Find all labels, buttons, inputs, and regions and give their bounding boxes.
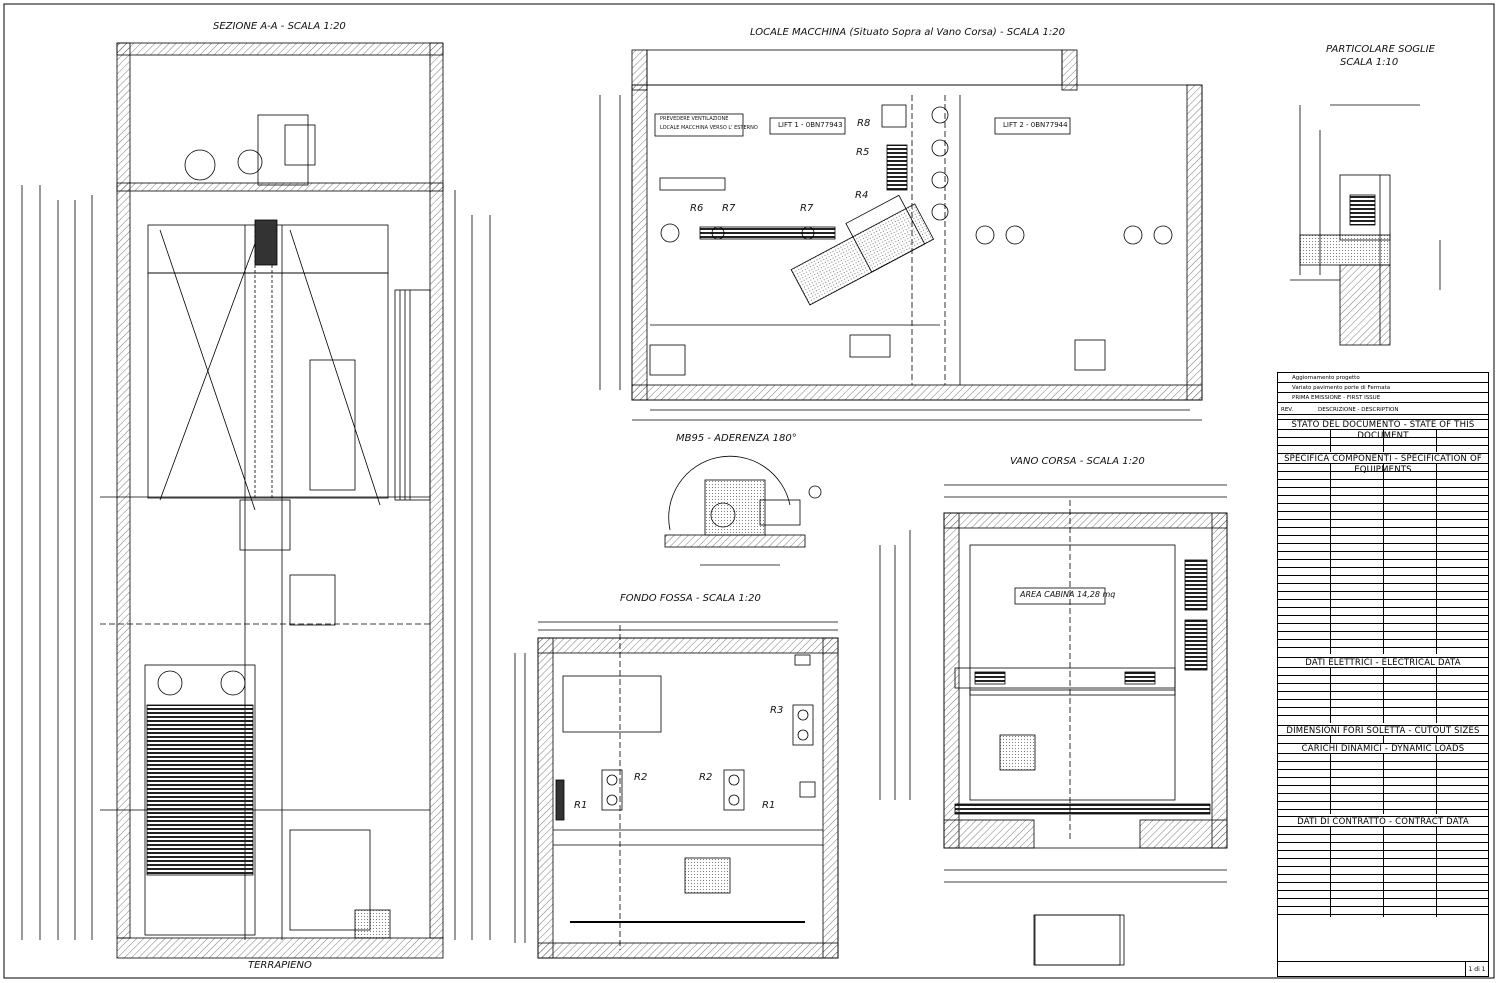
elettrici-grid xyxy=(1278,668,1488,723)
ventilation-note-1: PREVEDERE VENTILAZIONE xyxy=(660,116,729,122)
r7b-label: R7 xyxy=(800,203,814,214)
mb95-motor-detail xyxy=(664,455,822,566)
drawing-number-row: 1 di 1 xyxy=(1278,961,1488,977)
fori-header: DIMENSIONI FORI SOLETTA - CUTOUT SIZES xyxy=(1278,725,1488,736)
sezione-section-view xyxy=(21,42,491,959)
specifica-header: SPECIFICA COMPONENTI - SPECIFICATION OF … xyxy=(1278,453,1488,475)
revision-row-1: Variato pavimento porte di Fermata xyxy=(1278,383,1488,393)
r1a-label: R1 xyxy=(574,800,588,811)
carichi-grid xyxy=(1278,754,1488,814)
lift1-label: LIFT 1 - 0BN77943 xyxy=(778,121,843,129)
terrapieno-label: TERRAPIENO xyxy=(248,960,312,971)
carichi-header: CARICHI DINAMICI - DYNAMIC LOADS xyxy=(1278,743,1488,754)
r1b-label: R1 xyxy=(762,800,776,811)
stato-grid xyxy=(1278,430,1488,452)
motor-title: MB95 - ADERENZA 180° xyxy=(676,433,797,444)
specifica-grid xyxy=(1278,464,1488,654)
r8-label: R8 xyxy=(857,118,871,129)
sezione-title: SEZIONE A-A - SCALA 1:20 xyxy=(213,21,346,32)
stato-header: STATO DEL DOCUMENTO - STATE OF THIS DOCU… xyxy=(1278,419,1488,441)
vano-corsa-plan-view xyxy=(879,484,1228,966)
r5-label: R5 xyxy=(856,147,870,158)
locale-macchina-title: LOCALE MACCHINA (Situato Sopra al Vano C… xyxy=(750,27,1065,38)
ventilation-note-2: LOCALE MACCHINA VERSO L' ESTERNO xyxy=(660,125,758,131)
locale-macchina-plan-view xyxy=(599,49,1203,421)
anchor-legend-box xyxy=(1033,914,1125,966)
vano-corsa-title: VANO CORSA - SCALA 1:20 xyxy=(1010,456,1145,467)
area-cabina-label: AREA CABINA 14,28 mq xyxy=(1020,590,1116,599)
contratto-grid xyxy=(1278,827,1488,917)
lift2-label: LIFT 2 - 0BN77944 xyxy=(1003,121,1068,129)
particolare-scale: SCALA 1:10 xyxy=(1340,57,1399,68)
contratto-header: DATI DI CONTRATTO - CONTRACT DATA xyxy=(1278,816,1488,827)
r7a-label: R7 xyxy=(722,203,736,214)
r2b-label: R2 xyxy=(699,772,713,783)
r3-label: R3 xyxy=(770,705,784,716)
fondo-fossa-title: FONDO FOSSA - SCALA 1:20 xyxy=(620,593,761,604)
r4-label: R4 xyxy=(855,190,869,201)
sheet-number: 1 di 1 xyxy=(1465,962,1488,977)
revision-row-0: PRIMA EMISSIONE - FIRST ISSUE xyxy=(1278,393,1488,403)
fondo-fossa-plan-view xyxy=(514,621,839,959)
r6-label: R6 xyxy=(690,203,704,214)
title-block: Aggiornamento progetto Variato pavimento… xyxy=(1277,372,1489,977)
revision-row-2: Aggiornamento progetto xyxy=(1278,373,1488,383)
particolare-soglie-detail xyxy=(1290,104,1441,346)
fori-grid xyxy=(1278,736,1488,743)
elettrici-header: DATI ELETTRICI - ELECTRICAL DATA xyxy=(1278,657,1488,668)
particolare-title: PARTICOLARE SOGLIE xyxy=(1326,44,1435,55)
revision-header: REV.DESCRIZIONE - DESCRIPTION xyxy=(1278,405,1488,415)
r2a-label: R2 xyxy=(634,772,648,783)
